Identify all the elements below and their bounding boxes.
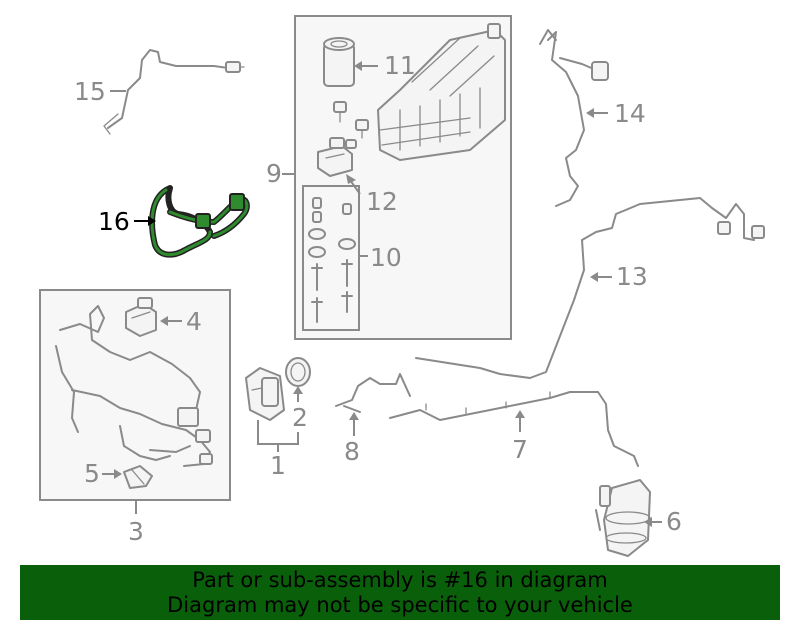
part-6-reservoir	[595, 479, 651, 557]
callout-15: 15	[74, 77, 106, 106]
callout-1: 1	[270, 451, 286, 480]
callout-13: 13	[616, 262, 648, 291]
parts-diagram: 15 16 11 12	[39, 15, 765, 557]
part-5-clip	[123, 465, 153, 489]
part-1-housing	[245, 367, 285, 421]
callout-16: 16	[98, 207, 130, 236]
notice-banner: Part or sub-assembly is #16 in diagram D…	[20, 565, 780, 620]
callout-5: 5	[84, 459, 100, 488]
part-13-line	[415, 197, 765, 379]
part-14-hose	[539, 29, 609, 207]
part-7-tube	[389, 391, 639, 467]
callout-9: 9	[266, 159, 282, 188]
banner-line-2: Diagram may not be specific to your vehi…	[167, 593, 633, 617]
callout-4: 4	[186, 307, 202, 336]
callout-3: 3	[128, 517, 144, 546]
callout-14: 14	[614, 99, 646, 128]
part-4-sensor	[125, 297, 157, 337]
callout-6: 6	[666, 507, 682, 536]
part-12-valve	[317, 137, 357, 177]
callout-12: 12	[366, 187, 398, 216]
part-11-cap	[323, 37, 355, 87]
part-15-sensor-line	[103, 49, 245, 135]
part-2-ring	[285, 357, 311, 387]
callout-11: 11	[384, 51, 416, 80]
part-8-bracket	[335, 373, 411, 413]
part-16-sensor-wire[interactable]	[149, 185, 250, 258]
part-small-fittings	[333, 101, 369, 139]
part-10-hardware	[308, 197, 356, 323]
callout-10: 10	[370, 243, 402, 272]
callout-8: 8	[344, 437, 360, 466]
callout-2: 2	[292, 403, 308, 432]
part-canister	[377, 23, 506, 161]
banner-line-1: Part or sub-assembly is #16 in diagram	[192, 568, 608, 592]
callout-7: 7	[512, 435, 528, 464]
part-3-harness	[55, 305, 213, 467]
